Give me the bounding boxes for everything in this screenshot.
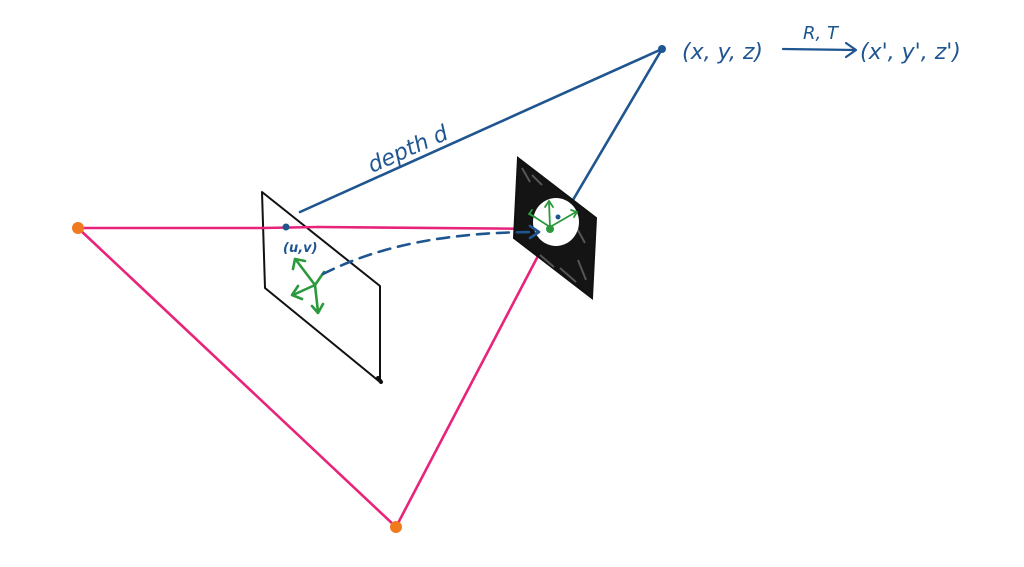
triangle-top-edge-right	[316, 225, 554, 231]
left-plane-frame	[261, 191, 381, 383]
depth-ray	[298, 47, 664, 214]
transform-label: R, T	[803, 23, 840, 44]
right-projected-point	[546, 225, 554, 233]
left-green-axes	[290, 257, 326, 315]
left-pixel-point	[282, 223, 290, 231]
right-plane-texture	[521, 167, 587, 283]
world-point	[658, 45, 666, 53]
right-image-plane	[512, 156, 598, 300]
correspondence-dashed-arrow	[321, 230, 540, 276]
bottom-camera-center	[390, 521, 402, 533]
transform-arrow	[781, 41, 858, 59]
blue-rays	[298, 47, 664, 214]
triangle-left-edge	[76, 226, 398, 529]
source-point-label: (x, y, z)	[682, 40, 763, 65]
left-camera-center	[72, 222, 84, 234]
left-image-plane	[261, 191, 383, 384]
magenta-triangle	[76, 225, 554, 529]
right-blue-point	[555, 214, 561, 220]
left-plane-bottom-thick	[376, 376, 383, 384]
green-arrow-up	[548, 201, 551, 228]
bright-circle	[533, 198, 579, 246]
triangle-right-edge	[394, 231, 552, 529]
right-green-axes	[527, 199, 579, 228]
second-camera-ray	[568, 47, 664, 207]
green-arrow-right	[549, 211, 577, 228]
correspondence-arrowhead	[528, 224, 541, 240]
target-point-label: (x', y', z')	[860, 40, 961, 65]
triangle-top-edge-over-plane	[260, 225, 320, 230]
pixel-label: (u,v)	[283, 241, 318, 256]
